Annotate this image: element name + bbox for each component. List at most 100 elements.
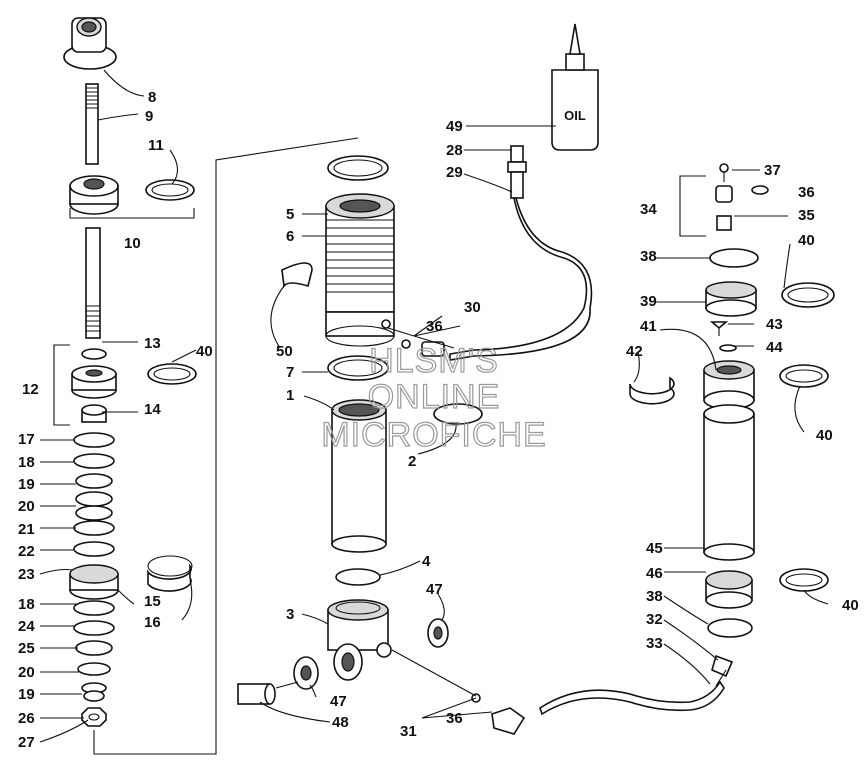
callout-14: 14 <box>144 401 161 418</box>
callout-25: 25 <box>18 640 35 657</box>
callout-27: 27 <box>18 734 35 751</box>
bushing-part-14 <box>81 404 107 423</box>
callout-18: 18 <box>18 596 35 613</box>
callout-22: 22 <box>18 543 35 560</box>
callout-2: 2 <box>408 453 416 470</box>
callout-29: 29 <box>446 164 463 181</box>
callout-45: 45 <box>646 540 663 557</box>
shim-stack <box>73 432 115 557</box>
callout-10: 10 <box>124 235 141 252</box>
reservoir-body-part-45 <box>703 404 755 561</box>
callout-24: 24 <box>18 618 35 635</box>
callout-36: 36 <box>446 710 463 727</box>
watermark-line-1: HLSM'S <box>369 342 499 380</box>
callout-13: 13 <box>144 335 161 352</box>
callout-40: 40 <box>196 343 213 360</box>
callout-49: 49 <box>446 118 463 135</box>
callout-44: 44 <box>766 339 783 356</box>
callout-37: 37 <box>764 162 781 179</box>
callout-16: 16 <box>144 614 161 631</box>
cap-part-39 <box>705 281 757 317</box>
callout-36: 36 <box>426 318 443 335</box>
callout-33: 33 <box>646 635 663 652</box>
callout-35: 35 <box>798 207 815 224</box>
callout-19: 19 <box>18 686 35 703</box>
o-ring-part-40-c <box>779 364 829 388</box>
callout-1: 1 <box>286 387 294 404</box>
callout-47: 47 <box>330 693 347 710</box>
shaft-rod-part-9 <box>85 83 99 165</box>
hose-upper <box>449 197 593 361</box>
washer-part-36-right <box>751 185 769 195</box>
callout-19: 19 <box>18 476 35 493</box>
callout-38: 38 <box>646 588 663 605</box>
body-assembly <box>237 155 483 705</box>
reservoir-assembly <box>629 163 835 687</box>
oil-bottle-part-49: OIL <box>551 23 599 151</box>
callout-36: 36 <box>798 184 815 201</box>
callout-46: 46 <box>646 565 663 582</box>
floating-piston-part-41 <box>703 360 755 410</box>
snap-ring-part-38-top <box>709 248 759 268</box>
callout-23: 23 <box>18 566 35 583</box>
cap-part-50 <box>281 262 313 289</box>
callout-20: 20 <box>18 664 35 681</box>
hose-elbow-lower <box>471 693 526 735</box>
oil-label: OIL <box>564 108 586 123</box>
callout-18: 18 <box>18 454 35 471</box>
callout-28: 28 <box>446 142 463 159</box>
ring-part-42 <box>629 376 675 405</box>
callout-3: 3 <box>286 606 294 623</box>
hose-fitting-part-28 <box>507 145 527 199</box>
callout-17: 17 <box>18 431 35 448</box>
callout-11: 11 <box>148 137 164 154</box>
callout-39: 39 <box>640 293 657 310</box>
callout-7: 7 <box>286 364 294 381</box>
eye-mount-part-8 <box>63 17 117 70</box>
callout-5: 5 <box>286 206 294 223</box>
lower-shim-stack <box>73 600 115 702</box>
callout-40: 40 <box>816 427 833 444</box>
shaft-assembly <box>53 17 197 727</box>
hose-lower <box>539 680 725 716</box>
washer-part-44 <box>719 344 737 352</box>
callout-20: 20 <box>18 498 35 515</box>
watermark: HLSM'S ONLINE MICROFICHE <box>321 341 547 454</box>
bumper-part-12 <box>71 365 117 399</box>
callout-38: 38 <box>640 248 657 265</box>
callout-6: 6 <box>286 228 294 245</box>
callout-9: 9 <box>145 108 153 125</box>
callout-50: 50 <box>276 343 293 360</box>
callout-42: 42 <box>626 343 643 360</box>
callout-15: 15 <box>144 593 161 610</box>
shaft-lower <box>85 227 101 339</box>
watermark-line-3: MICROFICHE <box>321 416 546 454</box>
bushing-part-47-right <box>427 618 449 648</box>
callout-8: 8 <box>148 89 156 106</box>
callout-41: 41 <box>640 318 657 335</box>
screw-part-43 <box>709 321 729 336</box>
end-cap-part-46 <box>705 570 753 609</box>
base-part-3 <box>327 599 392 681</box>
callout-31: 31 <box>400 723 417 740</box>
body-part-6 <box>325 193 395 347</box>
screw-part-37 <box>719 163 729 182</box>
callout-21: 21 <box>18 521 35 538</box>
snap-ring-part-38-bottom <box>707 618 753 638</box>
fitting-part-32 <box>711 654 734 678</box>
callout-34: 34 <box>640 201 657 218</box>
callout-26: 26 <box>18 710 35 727</box>
valve-part-34 <box>715 185 733 203</box>
callout-4: 4 <box>422 553 431 570</box>
callout-32: 32 <box>646 611 663 628</box>
o-ring-part-2 <box>433 403 483 425</box>
callout-48: 48 <box>332 714 349 731</box>
nut-part-27 <box>81 707 107 727</box>
cylinder-part-1 <box>331 399 387 553</box>
callout-30: 30 <box>464 299 481 316</box>
callout-labels: 8 9 11 10 13 40 12 14 17 18 19 20 21 22 … <box>18 89 859 751</box>
piston-part-15 <box>69 564 119 600</box>
plug-part-35 <box>716 215 732 231</box>
seal-head-part-10 <box>69 175 119 215</box>
